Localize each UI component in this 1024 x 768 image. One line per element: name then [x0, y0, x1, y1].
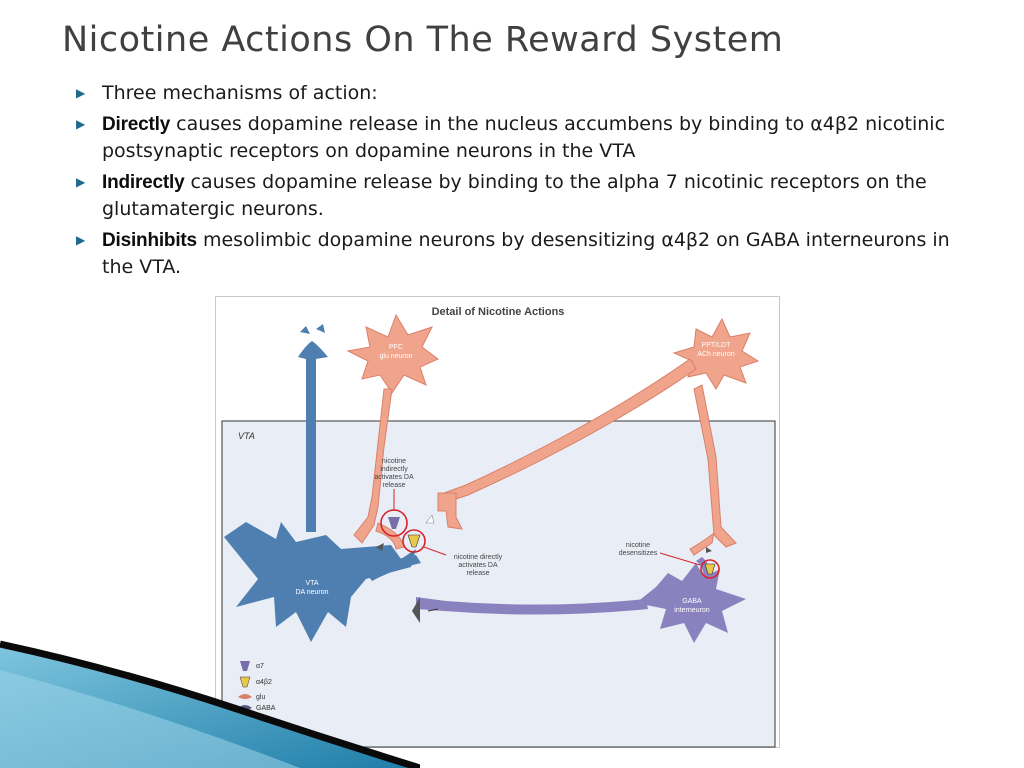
da-axon: [298, 341, 328, 532]
bullet-arrow-icon: ▶: [76, 233, 86, 247]
gaba-axon: [416, 597, 648, 615]
glu-molecule-icon: [376, 543, 384, 551]
pfc-label-1: PFC: [389, 344, 403, 351]
bullet-item: ▶ Indirectly causes dopamine release by …: [72, 169, 972, 223]
corner-decoration: [0, 640, 420, 768]
desens-note-line: nicotine: [626, 542, 650, 549]
gaba-terminal-icon: [412, 597, 420, 623]
bullet-text: Three mechanisms of action:: [102, 82, 378, 104]
indirect-note-line: indirectly: [380, 466, 408, 473]
diagram-title: Detail of Nicotine Actions: [432, 306, 565, 318]
gaba-arrow-icon: [427, 608, 439, 612]
bullet-item: ▶ Three mechanisms of action:: [72, 80, 972, 107]
bullet-lead: Disinhibits: [102, 230, 197, 251]
direct-note-line: release: [467, 570, 490, 577]
bullet-item: ▶ Directly causes dopamine release in th…: [72, 111, 972, 165]
da-dendrite: [366, 555, 421, 581]
ppt-label-1: PPT/LDT: [702, 342, 732, 349]
bullet-lead: Directly: [102, 114, 171, 135]
indirect-note-line: release: [383, 482, 406, 489]
legend-label: GABA: [256, 705, 276, 712]
ach-molecule-icon: [425, 514, 435, 524]
gaba-label-1: GABA: [682, 598, 702, 605]
bullet-text: mesolimbic dopamine neurons by desensiti…: [102, 229, 950, 278]
pfc-axon: [353, 388, 393, 544]
gaba-alpha4beta2-icon: [704, 563, 716, 575]
vta-da-neuron: [224, 522, 416, 642]
indirect-note-line: nicotine: [382, 458, 406, 465]
ppt-terminal-glu: [437, 492, 463, 530]
legend-glu-icon: [238, 694, 252, 699]
gaba-interneuron: [636, 563, 746, 643]
pfc-label-2: glu neuron: [379, 353, 412, 360]
legend-label: α4β2: [256, 679, 272, 686]
bullet-list: ▶ Three mechanisms of action: ▶ Directly…: [72, 80, 972, 285]
indirect-note-line: activates DA: [374, 474, 414, 481]
alpha4beta2-receptor-ring: [402, 529, 426, 553]
vta-label: VTA: [238, 431, 255, 441]
legend-alpha7-icon: [240, 661, 250, 671]
desens-note: nicotine desensitizes: [619, 542, 658, 557]
direct-pointer: [423, 546, 447, 556]
bullet-arrow-icon: ▶: [76, 86, 86, 100]
gaba-label-2: interneuron: [674, 607, 710, 614]
ppt-terminal-gaba: [689, 531, 715, 556]
desens-pointer: [659, 552, 701, 566]
da-release-icon: [300, 324, 325, 334]
bullet-lead: Indirectly: [102, 172, 185, 193]
gaba-dendrite: [696, 557, 711, 579]
vta-neuron-label-2: DA neuron: [295, 589, 328, 596]
direct-note-line: activates DA: [458, 562, 498, 569]
bullet-arrow-icon: ▶: [76, 175, 86, 189]
legend-label: glu: [256, 694, 265, 701]
legend-label: α7: [256, 663, 264, 670]
desens-note-line: desensitizes: [619, 550, 658, 557]
ach-arrow-icon: [706, 547, 712, 553]
indirect-note: nicotine indirectly activates DA release: [374, 458, 414, 489]
direct-note-line: nicotine directly: [454, 554, 503, 561]
ppt-axon-to-gaba: [693, 384, 737, 548]
bullet-arrow-icon: ▶: [76, 117, 86, 131]
vta-neuron-label-1: VTA: [305, 580, 318, 587]
direct-note: nicotine directly activates DA release: [454, 554, 503, 577]
alpha4beta2-receptor-icon: [407, 534, 421, 548]
alpha7-receptor-icon: [388, 517, 400, 529]
diagram-svg: Detail of Nicotine Actions VTA VTA DA ne…: [221, 306, 776, 748]
gaba-receptor-ring: [700, 559, 720, 579]
pfc-glu-neuron: [346, 313, 439, 394]
bullet-text: causes dopamine release in the nucleus a…: [102, 113, 946, 162]
slide-title: Nicotine Actions On The Reward System: [62, 20, 784, 60]
bullet-item: ▶ Disinhibits mesolimbic dopamine neuron…: [72, 227, 972, 281]
ppt-label-2: ACh neuron: [697, 351, 734, 358]
ppt-ach-neuron: [672, 317, 760, 390]
legend-alpha4beta2-icon: [239, 676, 251, 688]
nicotine-diagram: Detail of Nicotine Actions VTA VTA DA ne…: [215, 296, 780, 748]
bullet-text: causes dopamine release by binding to th…: [102, 171, 927, 220]
